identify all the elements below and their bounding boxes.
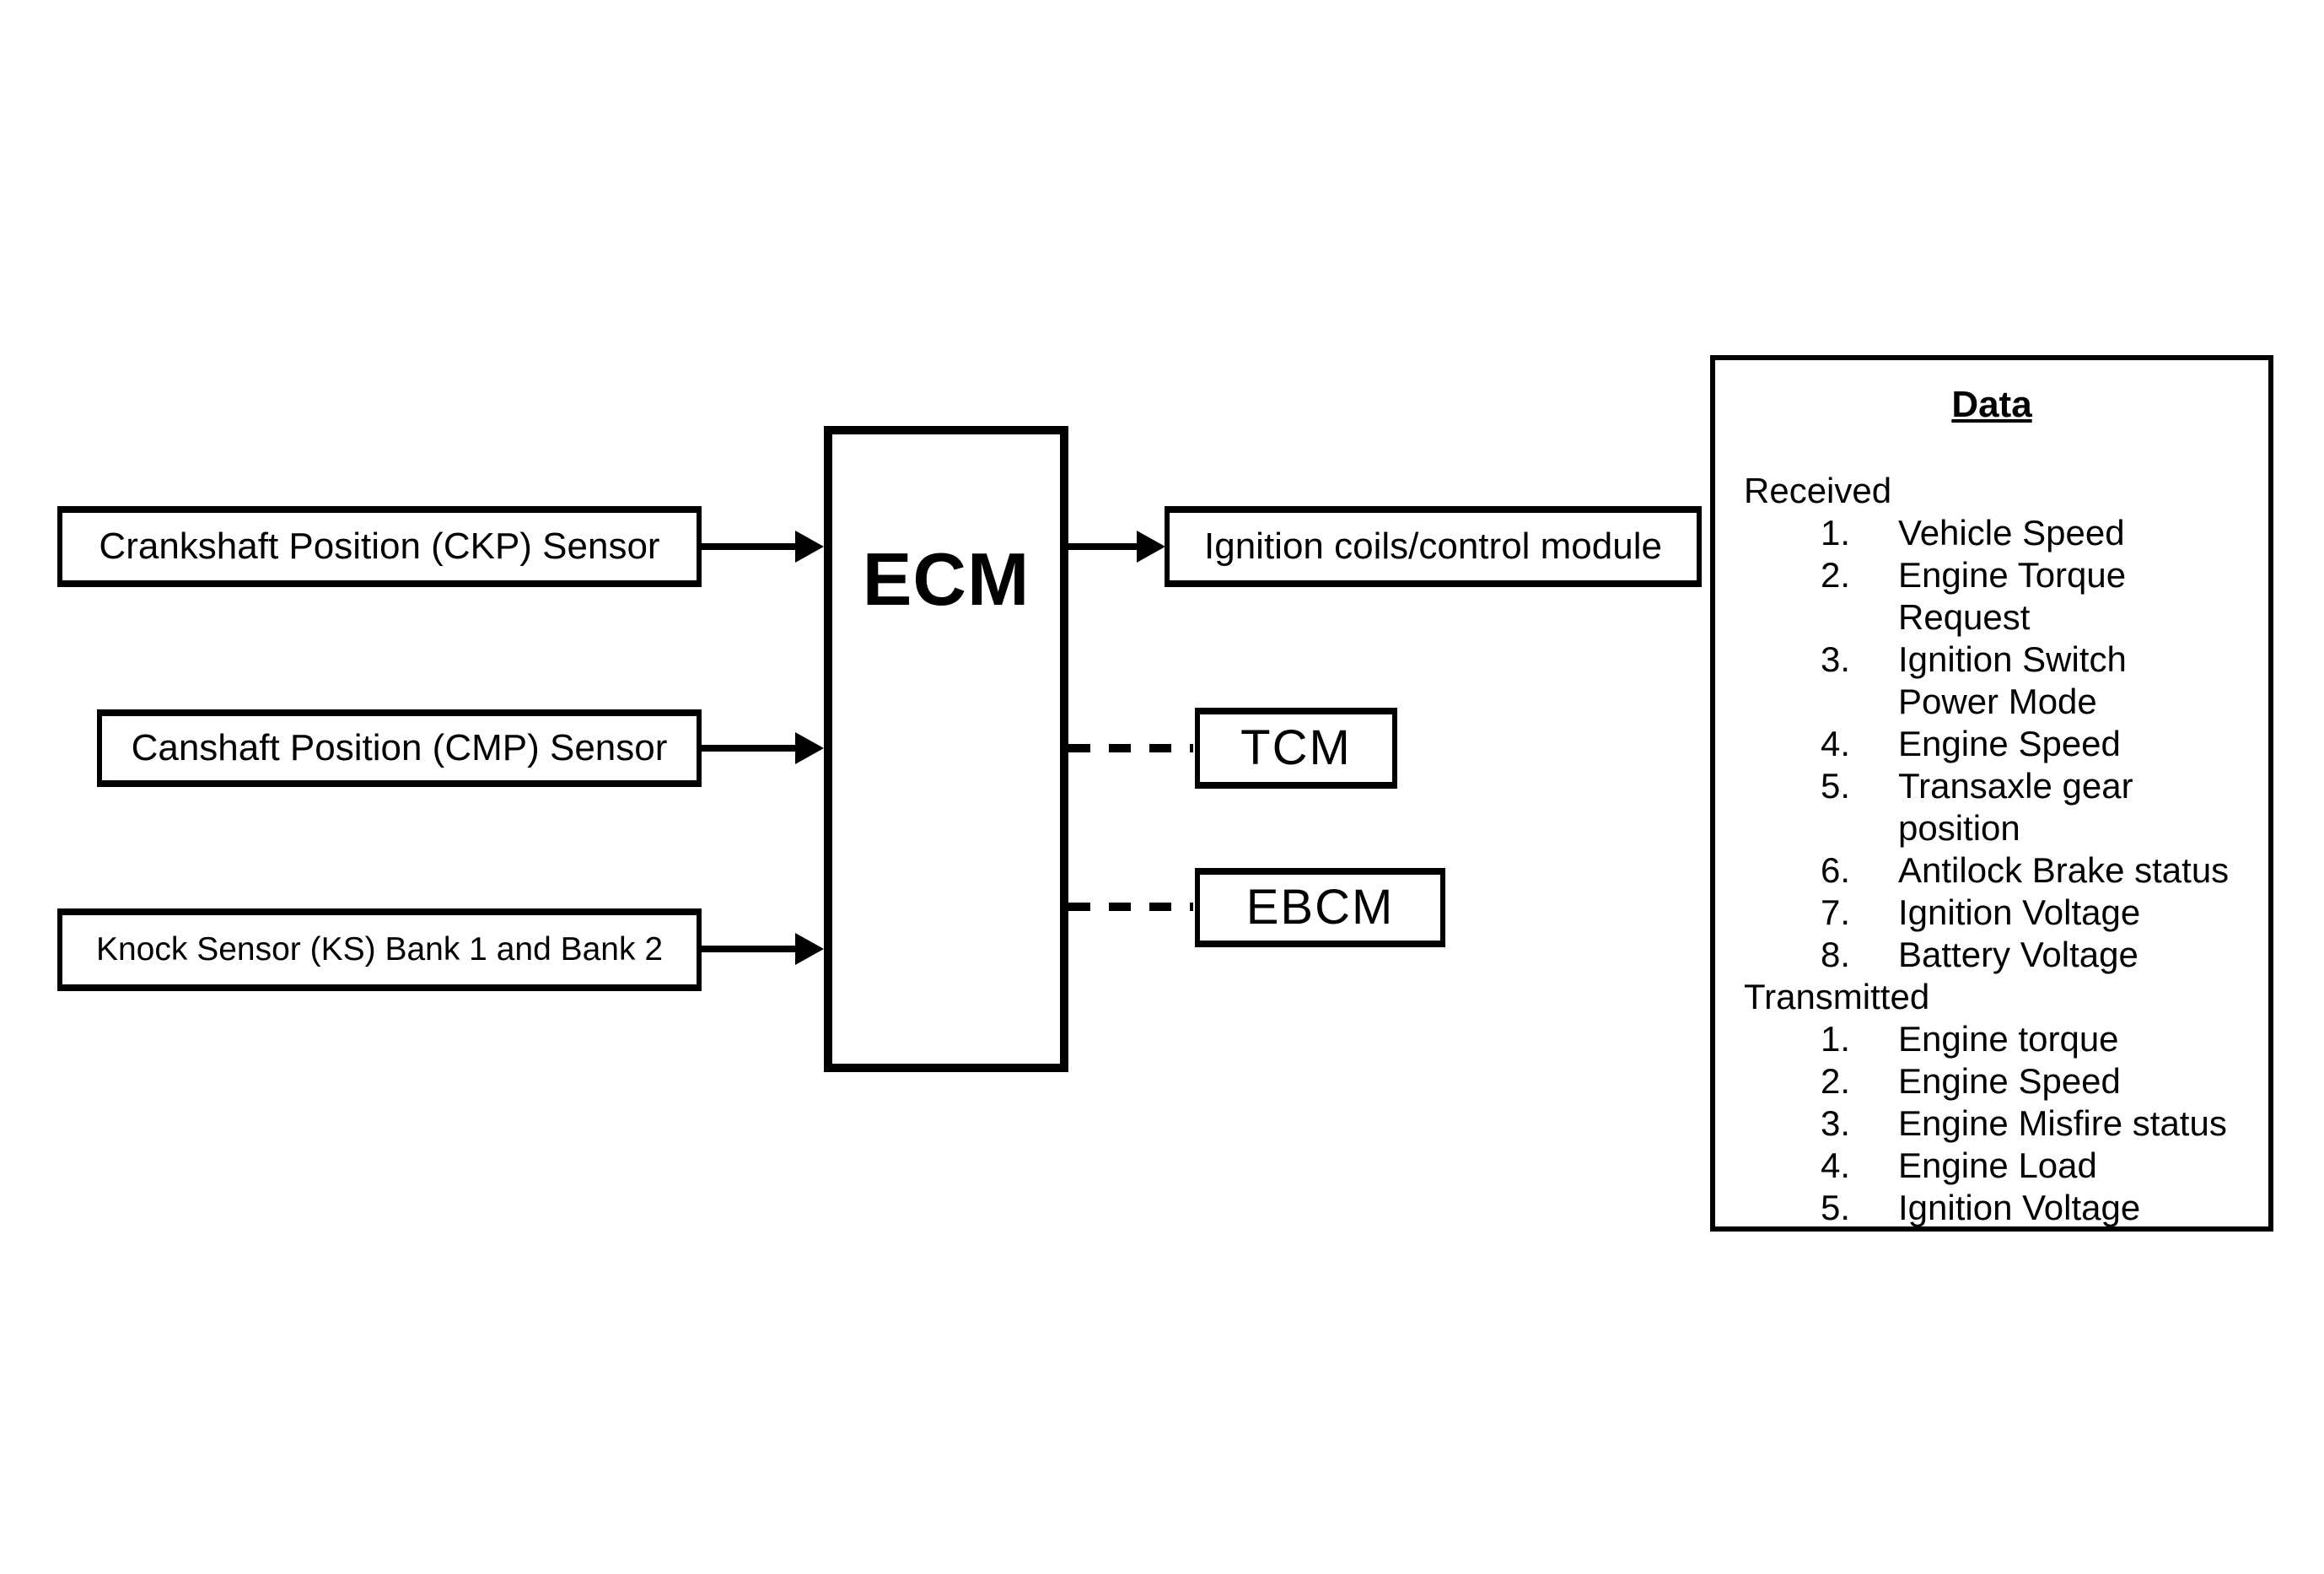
arrow-cmp-to-ecm	[700, 732, 824, 764]
item-number: 2.	[1821, 555, 1851, 595]
received-section-heading: Received	[1744, 471, 1892, 510]
ebcm-box: EBCM	[1195, 868, 1445, 947]
item-number: 3.	[1821, 639, 1851, 679]
list-item: 1. Vehicle Speed	[1821, 512, 2268, 554]
dashed-line-ecm-to-tcm	[1068, 744, 1193, 752]
knock-sensor-label: Knock Sensor (KS) Bank 1 and Bank 2	[95, 930, 664, 968]
list-item: 8. Battery Voltage	[1821, 934, 2268, 976]
list-item: 1. Engine torque	[1821, 1018, 2268, 1060]
item-number: 5.	[1821, 766, 1851, 806]
knock-sensor-box: Knock Sensor (KS) Bank 1 and Bank 2	[57, 908, 702, 991]
item-number: 7.	[1821, 892, 1851, 932]
item-text: Engine Torque Request	[1898, 555, 2127, 637]
ignition-coils-label: Ignition coils/control module	[1204, 525, 1662, 567]
item-text: Ignition Voltage	[1898, 1188, 2141, 1227]
item-text: Engine Speed	[1898, 1061, 2121, 1101]
list-item: 6. Antilock Brake status	[1821, 849, 2268, 892]
tcm-box: TCM	[1195, 708, 1397, 789]
item-number: 8.	[1821, 935, 1851, 974]
item-number: 3.	[1821, 1103, 1851, 1143]
list-item: 2. Engine Torque Request	[1821, 554, 2268, 639]
data-panel-title: Data	[1951, 384, 2032, 425]
item-text: Ignition Switch Power Mode	[1898, 639, 2127, 721]
crankshaft-position-sensor-label: Crankshaft Position (CKP) Sensor	[99, 525, 660, 567]
arrow-ckp-to-ecm	[700, 531, 824, 563]
ignition-coils-box: Ignition coils/control module	[1165, 506, 1702, 587]
arrow-ks-to-ecm	[700, 933, 824, 965]
camshaft-position-sensor-box: Canshaft Position (CMP) Sensor	[97, 709, 702, 787]
item-text: Engine Speed	[1898, 724, 2121, 763]
list-item: 3. Engine Misfire status	[1821, 1102, 2268, 1145]
arrowhead-right-icon	[1137, 531, 1165, 563]
ecm-box: ECM	[824, 426, 1068, 1072]
data-panel: Data Received 1. Vehicle Speed 2. Engine…	[1710, 355, 2273, 1232]
list-item: 5. Transaxle gear position	[1821, 765, 2268, 849]
item-text: Battery Voltage	[1898, 935, 2138, 974]
arrowhead-right-icon	[795, 732, 824, 764]
list-item: 7. Ignition Voltage	[1821, 892, 2268, 934]
item-text: Transaxle gear position	[1898, 766, 2133, 848]
item-number: 1.	[1821, 1019, 1851, 1059]
item-number: 4.	[1821, 724, 1851, 763]
ebcm-label: EBCM	[1245, 880, 1395, 935]
item-text: Ignition Voltage	[1898, 892, 2141, 932]
item-number: 4.	[1821, 1145, 1851, 1185]
item-number: 1.	[1821, 513, 1851, 553]
transmitted-section-heading: Transmitted	[1744, 977, 1930, 1016]
list-item: 4. Engine Load	[1821, 1145, 2268, 1187]
arrow-shaft	[700, 745, 795, 752]
arrow-ecm-to-ignition-coils	[1068, 531, 1165, 563]
item-text: Engine torque	[1898, 1019, 2119, 1059]
item-number: 5.	[1821, 1188, 1851, 1227]
arrow-shaft	[700, 946, 795, 952]
data-list: Received 1. Vehicle Speed 2. Engine Torq…	[1715, 470, 2268, 1229]
item-number: 6.	[1821, 850, 1851, 890]
arrowhead-right-icon	[795, 933, 824, 965]
list-item: 3. Ignition Switch Power Mode	[1821, 639, 2268, 723]
item-number: 2.	[1821, 1061, 1851, 1101]
item-text: Antilock Brake status	[1898, 850, 2230, 890]
list-item: 4. Engine Speed	[1821, 723, 2268, 765]
arrow-shaft	[700, 543, 795, 550]
arrowhead-right-icon	[795, 531, 824, 563]
tcm-label: TCM	[1240, 720, 1352, 776]
item-text: Engine Misfire status	[1898, 1103, 2227, 1143]
dashed-line-ecm-to-ebcm	[1068, 903, 1193, 911]
list-item: 2. Engine Speed	[1821, 1060, 2268, 1102]
item-text: Vehicle Speed	[1898, 513, 2125, 553]
ecm-label: ECM	[862, 537, 1030, 621]
arrow-shaft	[1068, 543, 1137, 550]
list-item: 5. Ignition Voltage	[1821, 1187, 2268, 1229]
item-text: Engine Load	[1898, 1145, 2097, 1185]
camshaft-position-sensor-label: Canshaft Position (CMP) Sensor	[131, 726, 668, 768]
crankshaft-position-sensor-box: Crankshaft Position (CKP) Sensor	[57, 506, 702, 587]
